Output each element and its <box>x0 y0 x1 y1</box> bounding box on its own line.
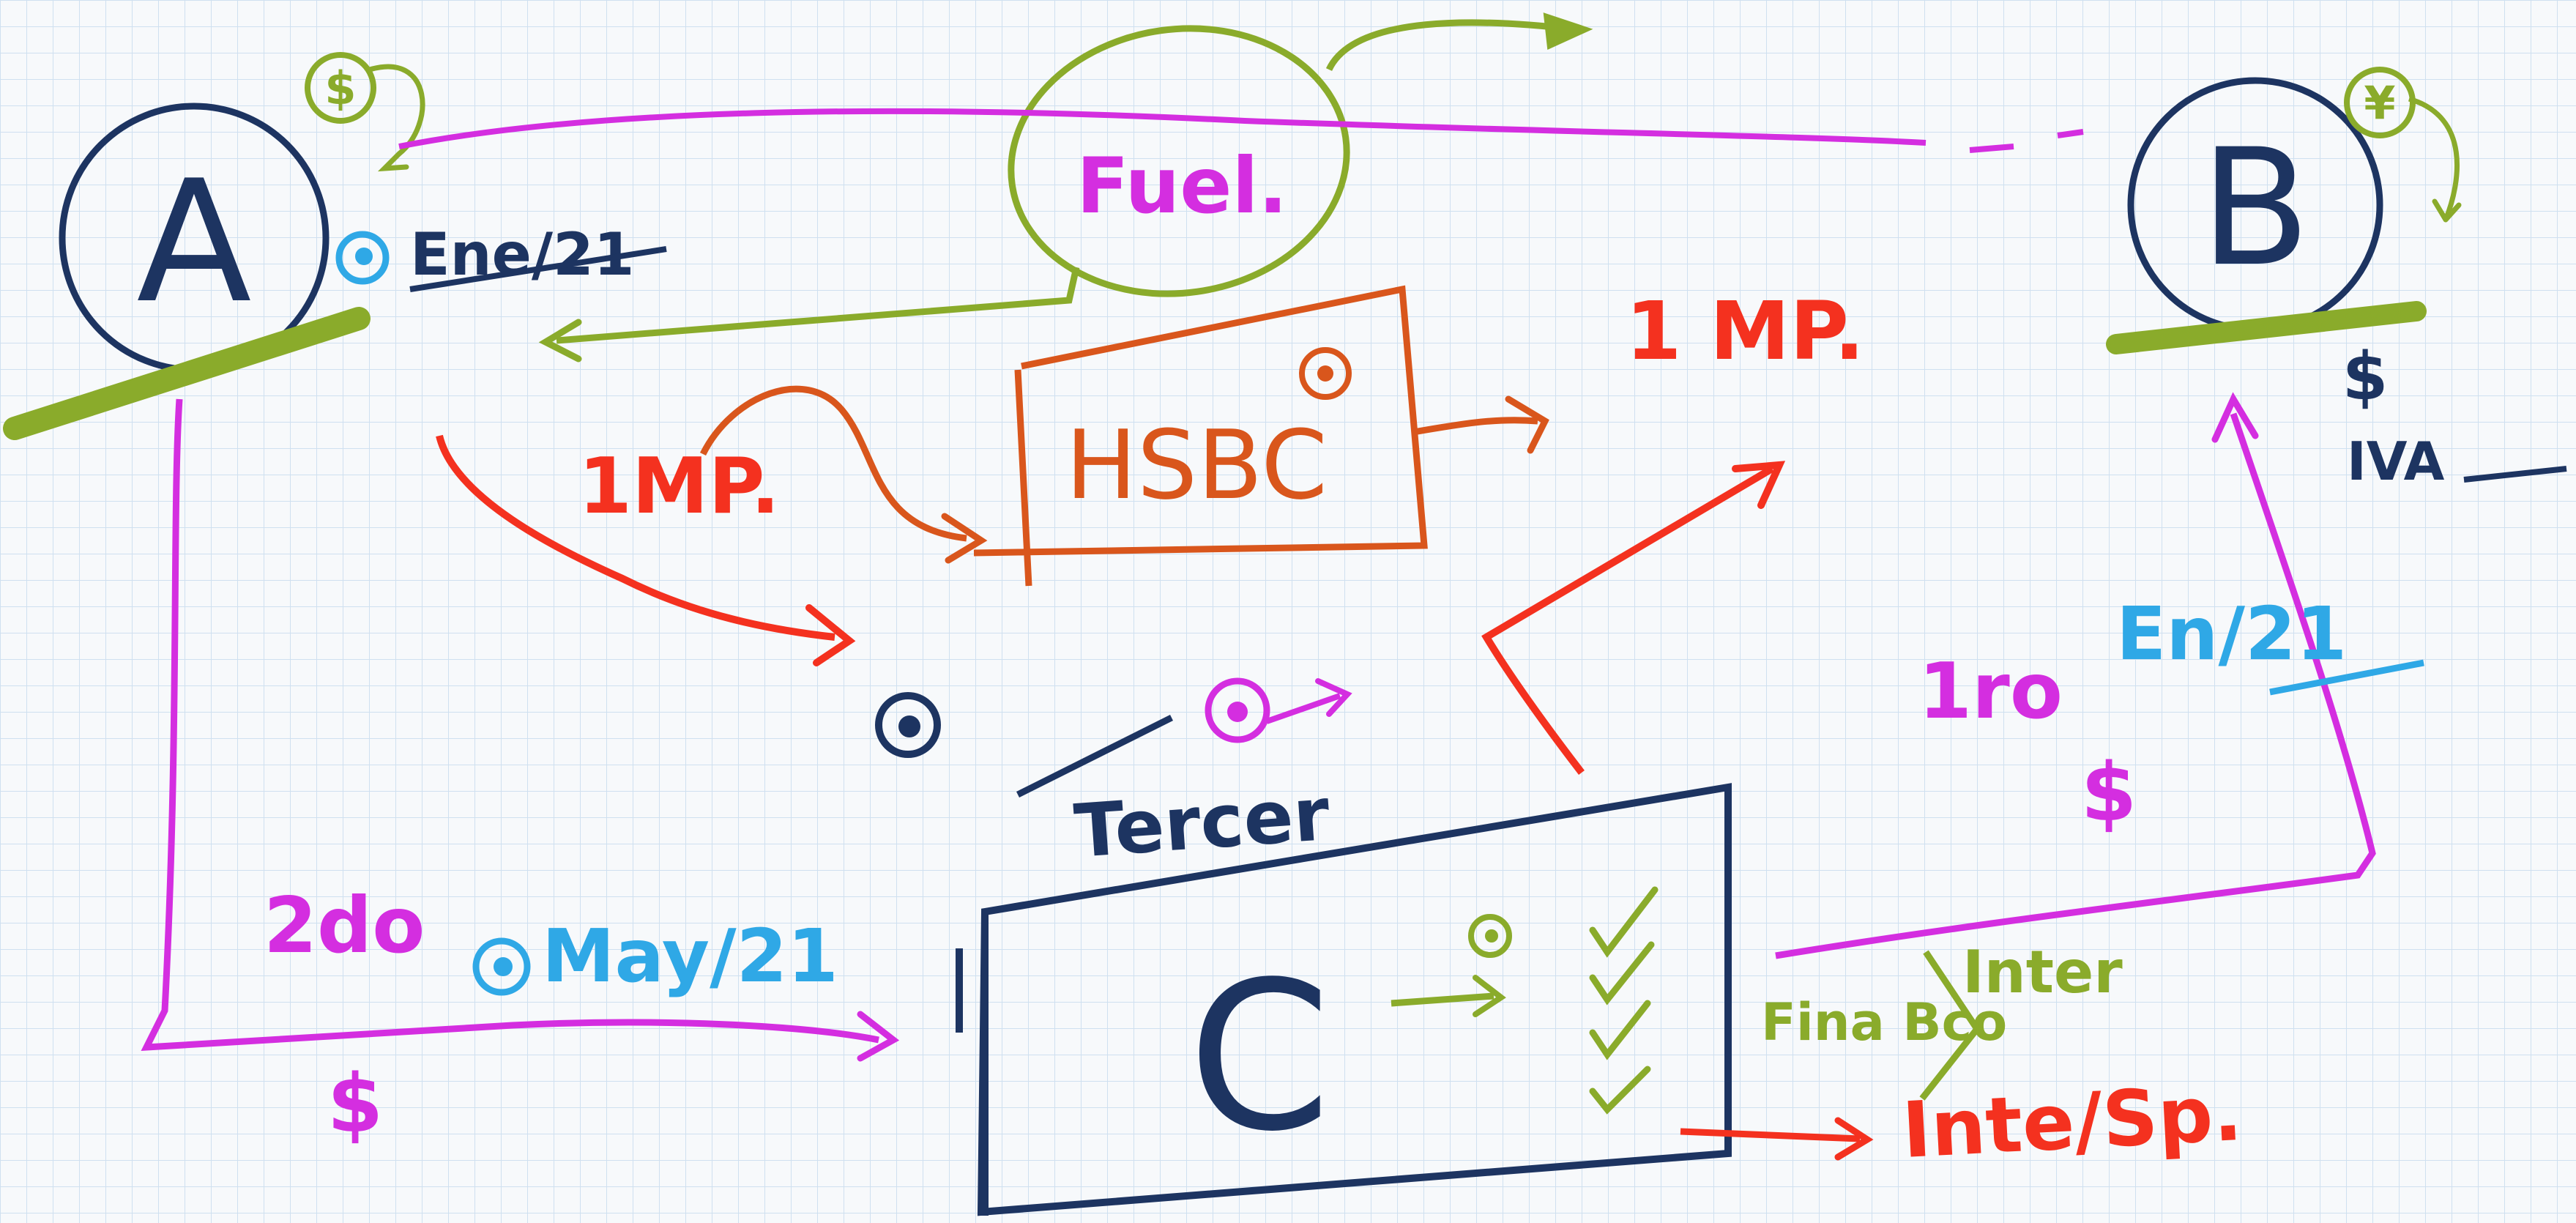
tercer-magenta-arrowhead <box>1315 678 1352 717</box>
node-a-green-loop-arrowhead <box>377 151 409 172</box>
a-to-c-magenta-arrowhead <box>857 1011 900 1062</box>
node-a: A $ Ene/21 <box>3 52 667 440</box>
node-a-cyan-marker <box>335 231 390 285</box>
label-iva: IVA <box>2347 431 2445 492</box>
1mp-to-hsbc-arrowhead <box>941 513 988 564</box>
node-b-yen-symbol: ¥ <box>2364 76 2395 130</box>
hsbc-to-1mp-arrowhead <box>1505 395 1549 454</box>
center-navy-marker <box>875 692 941 758</box>
node-c-green-marker-dot <box>1485 929 1498 943</box>
node-a-cyan-marker-dot <box>355 248 373 265</box>
label-ene-21: Ene/21 <box>410 220 634 289</box>
a-to-b-magenta-dash-2 <box>2057 129 2084 138</box>
node-c-green-marker <box>1468 914 1512 958</box>
label-dollar-right: $ <box>2081 746 2137 839</box>
tercer-navy-line <box>1016 714 1174 798</box>
label-iva-line <box>2463 466 2567 483</box>
node-c-green-arrowhead <box>1473 975 1506 1017</box>
node-a-green-loop-arrow <box>369 64 425 156</box>
label-1ro: 1ro <box>1918 647 2063 736</box>
fuel-circle <box>1008 25 1350 297</box>
label-dollar-bottom-left: $ <box>327 1057 384 1150</box>
hsbc-box <box>973 285 1428 587</box>
check-icon <box>1589 886 1659 958</box>
tercer-magenta-marker <box>1205 677 1270 743</box>
hsbc-label: HSBC <box>1065 409 1328 521</box>
node-b-green-loop-arrow <box>2408 96 2460 221</box>
fuel-outgoing-arrowhead <box>1543 12 1593 50</box>
label-may-21: May/21 <box>542 913 838 999</box>
label-en-21-underline <box>2269 659 2424 696</box>
check-icon <box>1589 941 1655 1005</box>
hsbc-to-1mp-arrow <box>1412 417 1538 436</box>
node-c-box <box>956 783 1732 1216</box>
c-to-b-magenta-arrowhead <box>2211 392 2259 443</box>
node-b-green-underline <box>2106 301 2427 354</box>
label-inte-sp: Inte/Sp. <box>1900 1068 2244 1175</box>
may-21-cyan-marker-dot <box>494 957 513 976</box>
node-c-label: C <box>1188 938 1331 1177</box>
fina-bco-brace <box>1919 950 1981 1101</box>
node-a-money-symbol: $ <box>324 62 356 115</box>
node-c: C <box>956 783 1732 1216</box>
fuel-to-a-arrow <box>556 267 1080 344</box>
tercer-magenta-arrow <box>1265 693 1341 724</box>
tercer-magenta-marker-dot <box>1227 702 1248 722</box>
hsbc-marker-dot <box>1317 365 1333 382</box>
fuel-outgoing-arrow <box>1325 19 1575 72</box>
label-fuel: Fuel. <box>1076 141 1287 231</box>
label-2do: 2do <box>264 881 425 970</box>
label-dollar-b: $ <box>2342 338 2389 415</box>
center-navy-marker-dot <box>898 715 920 737</box>
c-to-1mp-red-arrowhead <box>1732 461 1786 509</box>
check-icon <box>1589 1000 1651 1060</box>
may-21-cyan-marker <box>472 937 531 996</box>
c-to-inte-sp-red-arrowhead <box>1834 1117 1874 1161</box>
node-a-label: A <box>136 145 251 341</box>
c-to-1mp-red-arrow <box>1481 465 1774 776</box>
a-to-b-magenta-dash-1 <box>1969 144 2014 153</box>
label-en-21: En/21 <box>2116 591 2347 677</box>
node-b-green-loop-arrowhead <box>2432 198 2462 223</box>
node-b: B ¥ $ IVA <box>2106 67 2567 492</box>
fuel-group: Fuel. <box>538 12 1593 363</box>
a-to-center-red-arrowhead <box>805 604 856 666</box>
node-b-label: B <box>2200 114 2311 302</box>
node-a-money-marker <box>305 52 376 124</box>
hsbc-marker <box>1299 347 1352 400</box>
c-to-inte-sp-red-arrow <box>1680 1128 1861 1142</box>
label-1mp-right: 1 MP. <box>1626 284 1865 378</box>
node-c-green-arrow <box>1391 992 1494 1007</box>
label-ene-21-underline <box>409 246 667 292</box>
check-icon <box>1589 1066 1651 1115</box>
label-inter-green: Inter <box>1962 938 2123 1006</box>
fuel-to-a-arrowhead <box>538 319 582 363</box>
c-to-b-magenta-path <box>1775 412 2376 959</box>
label-1mp-left: 1MP. <box>578 442 780 531</box>
1mp-to-hsbc-curve <box>699 385 967 542</box>
a-to-c-magenta-path <box>141 398 879 1051</box>
node-a-green-underline <box>3 307 371 440</box>
a-to-center-red-arrow <box>436 434 835 641</box>
hsbc-bank: HSBC <box>973 285 1549 587</box>
a-to-b-magenta-line <box>398 108 1927 149</box>
